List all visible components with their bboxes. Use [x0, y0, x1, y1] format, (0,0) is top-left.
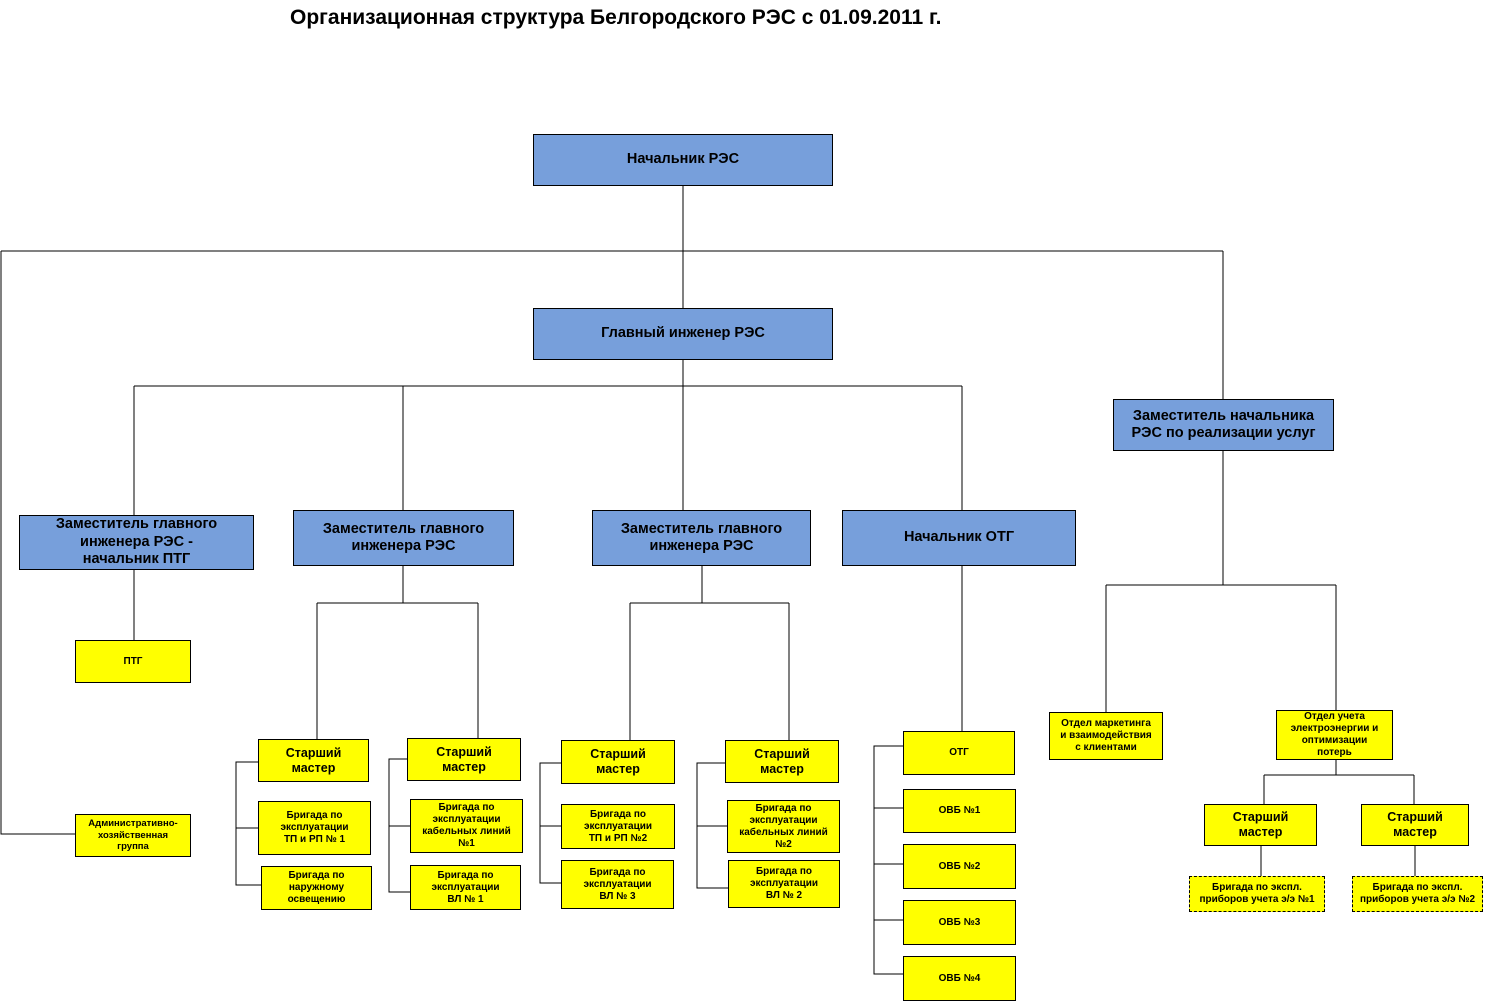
d1-senior-master-b: Старший мастер: [407, 738, 521, 781]
page-title: Организационная структура Белгородского …: [290, 6, 942, 29]
sales-senior-master-b: Старший мастер: [1361, 804, 1469, 846]
ovb1-box: ОВБ №1: [903, 789, 1016, 833]
head-box: Начальник РЭС: [533, 134, 833, 186]
marketing-dept-box: Отдел маркетинга и взаимодействия с клие…: [1049, 712, 1163, 760]
meter-brigade-2: Бригада по экспл. приборов учета э/э №2: [1352, 876, 1483, 912]
d1-senior-master-a: Старший мастер: [258, 739, 369, 782]
deputy-sales-box: Заместитель начальника РЭС по реализации…: [1113, 399, 1334, 451]
d2-brigade-cable2: Бригада по эксплуатации кабельных линий …: [727, 800, 840, 853]
d1-brigade-tp1: Бригада по эксплуатации ТП и РП № 1: [258, 801, 371, 855]
d1-brigade-vl1: Бригада по эксплуатации ВЛ № 1: [410, 865, 521, 910]
deputy-chief-engineer-1-box: Заместитель главного инженера РЭС: [293, 510, 514, 566]
d2-brigade-vl2: Бригада по эксплуатации ВЛ № 2: [728, 860, 840, 908]
chief-engineer-box: Главный инженер РЭС: [533, 308, 833, 360]
otg-box: ОТГ: [903, 731, 1015, 775]
otg-head-box: Начальник ОТГ: [842, 510, 1076, 566]
ptg-box: ПТГ: [75, 640, 191, 683]
d1-brigade-cable1: Бригада по эксплуатации кабельных линий …: [410, 799, 523, 853]
admin-group-box: Административно- хозяйственная группа: [75, 814, 191, 857]
deputy-chief-engineer-2-box: Заместитель главного инженера РЭС: [592, 510, 811, 566]
d2-senior-master-b: Старший мастер: [725, 740, 839, 783]
ovb3-box: ОВБ №3: [903, 900, 1016, 945]
d2-brigade-tp2: Бригада по эксплуатации ТП и РП №2: [561, 804, 675, 849]
accounting-dept-box: Отдел учета электроэнергии и оптимизации…: [1276, 710, 1393, 760]
d1-brigade-light: Бригада по наружному освещению: [261, 866, 372, 910]
ovb4-box: ОВБ №4: [903, 956, 1016, 1001]
d2-senior-master-a: Старший мастер: [561, 740, 675, 784]
d2-brigade-vl3: Бригада по эксплуатации ВЛ № 3: [561, 860, 674, 909]
deputy-ptg-box: Заместитель главного инженера РЭС - нача…: [19, 515, 254, 570]
meter-brigade-1: Бригада по экспл. приборов учета э/э №1: [1189, 876, 1325, 912]
ovb2-box: ОВБ №2: [903, 844, 1016, 889]
sales-senior-master-a: Старший мастер: [1204, 804, 1317, 846]
